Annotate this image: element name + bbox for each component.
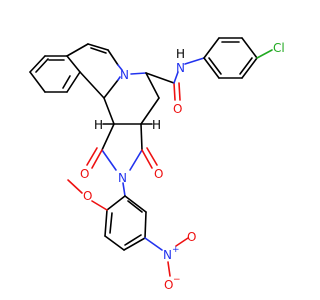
molecule-structure: N N H O H H N O O O N + O O − Cl: [29, 37, 285, 292]
nitro-group: [144, 237, 189, 277]
nitro-nitrogen-label: N: [163, 248, 172, 262]
amide-nitrogen-label: N: [176, 61, 185, 75]
imide-ring: [101, 123, 143, 171]
stereo-h-left-label: H: [94, 118, 103, 132]
nitrophenyl-ring: [104, 182, 147, 251]
methoxy-group: [67, 179, 108, 211]
ring-nitrogen-label: N: [120, 68, 129, 82]
nitro-plus-charge: +: [172, 245, 180, 255]
atom-labels: N N H O H H N O O O N + O O − Cl: [80, 41, 285, 292]
imide-carbonyls: [86, 147, 158, 169]
chlorophenyl-ring: [203, 37, 273, 79]
imide-nitrogen-label: N: [118, 171, 127, 185]
imide-oxygen-left-label: O: [80, 167, 89, 181]
amide-group: [145, 57, 205, 101]
benzene-ring-left: [29, 55, 81, 93]
pyrrolidine-ring: [103, 72, 160, 125]
imide-oxygen-right-label: O: [154, 167, 163, 181]
chlorine-label: Cl: [273, 41, 285, 55]
nitro-minus-charge: −: [173, 275, 181, 285]
nitro-oxygen-bottom-label: O: [164, 278, 173, 292]
stereo-h-right-label: H: [152, 118, 161, 132]
stereo-wedges: [102, 123, 153, 125]
amide-oxygen-label: O: [173, 102, 182, 116]
methoxy-oxygen-label: O: [83, 189, 92, 203]
pyridine-ring: [66, 43, 123, 99]
nitro-oxygen-top-label: O: [187, 230, 196, 244]
amide-hydrogen-label: H: [176, 47, 185, 61]
